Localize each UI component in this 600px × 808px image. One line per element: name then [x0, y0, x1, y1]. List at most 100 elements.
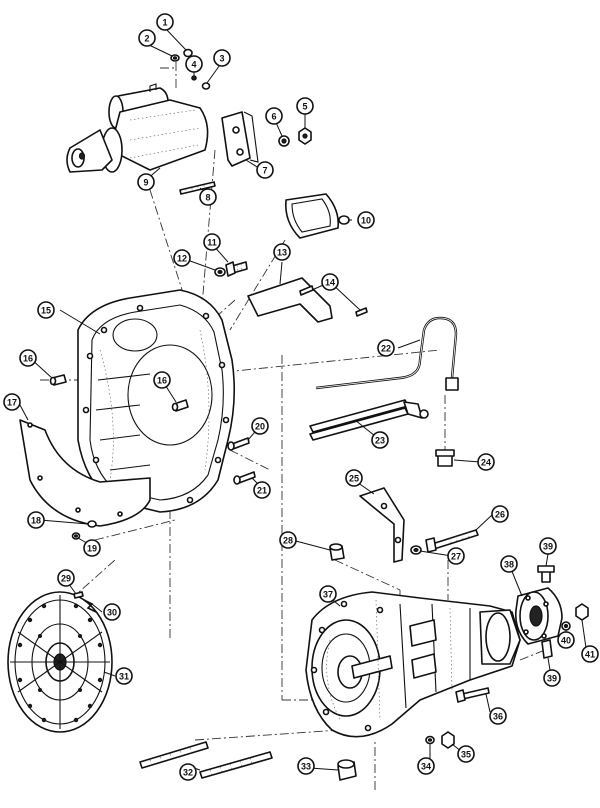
- callout-circle: [321, 273, 339, 291]
- callout-number: 25: [349, 474, 359, 484]
- bracket-plate-13: [247, 277, 333, 323]
- callout-circle: [57, 569, 75, 587]
- clutch-disc-31: [7, 591, 113, 733]
- callout-circle: [417, 757, 435, 775]
- bolt-36: [455, 687, 490, 703]
- callout-16: 16: [153, 371, 171, 389]
- callout-20: 20: [251, 417, 269, 435]
- nut-41: [575, 603, 589, 621]
- callout-7: 7: [256, 161, 274, 179]
- inspection-cover-10: [284, 193, 350, 239]
- callout-number: 5: [302, 102, 307, 112]
- spring-30: [83, 599, 97, 613]
- callout-circle: [185, 55, 203, 73]
- callout-38: 38: [500, 555, 518, 573]
- callout-10: 10: [357, 211, 375, 229]
- hardware-nut-3: [201, 82, 211, 90]
- callout-circle: [500, 555, 518, 573]
- bolt-39-top: [537, 565, 555, 583]
- callout-number: 20: [255, 422, 265, 432]
- callout-circle: [253, 481, 271, 499]
- callout-number: 4: [191, 60, 196, 70]
- drain-plug-33: [337, 759, 357, 781]
- callout-circle: [138, 29, 156, 47]
- callout-number: 6: [271, 112, 276, 122]
- callout-39: 39: [539, 537, 557, 555]
- dowel-16-right: [171, 399, 189, 412]
- callout-bubbles: 1234567891011121314151616171819202122232…: [3, 13, 599, 781]
- callout-12: 12: [173, 249, 191, 267]
- callout-number: 35: [461, 750, 471, 760]
- callout-18: 18: [27, 511, 45, 529]
- callout-number: 13: [277, 248, 287, 258]
- callout-number: 7: [262, 166, 267, 176]
- callout-number: 24: [481, 458, 491, 468]
- callout-number: 30: [107, 608, 117, 618]
- callout-37: 37: [319, 585, 337, 603]
- callout-22: 22: [377, 339, 395, 357]
- callout-number: 16: [23, 354, 33, 364]
- callout-25: 25: [345, 469, 363, 487]
- callout-number: 33: [301, 762, 311, 772]
- callout-circle: [137, 173, 155, 191]
- callout-number: 38: [504, 560, 514, 570]
- callout-9: 9: [137, 173, 155, 191]
- callout-23: 23: [371, 431, 389, 449]
- callout-circle: [265, 107, 283, 125]
- callout-number: 34: [421, 762, 431, 772]
- callout-circle: [557, 631, 575, 649]
- callout-6: 6: [265, 107, 283, 125]
- callout-3: 3: [213, 49, 231, 67]
- callout-4: 4: [185, 55, 203, 73]
- flange-38: [514, 587, 563, 645]
- callout-circle: [19, 349, 37, 367]
- callout-circle: [539, 537, 557, 555]
- callout-2: 2: [138, 29, 156, 47]
- callout-circle: [273, 243, 291, 261]
- callout-number: 12: [177, 254, 187, 264]
- bolt-26: [425, 529, 479, 553]
- callout-34: 34: [417, 757, 435, 775]
- callout-number: 8: [205, 193, 210, 203]
- callout-number: 10: [361, 216, 371, 226]
- callout-circle: [153, 371, 171, 389]
- hardware-nut-1: [183, 48, 193, 58]
- callout-circle: [103, 603, 121, 621]
- hardware-washer-4: [191, 75, 197, 81]
- washer-27: [410, 545, 422, 555]
- callout-circle: [173, 249, 191, 267]
- callout-16: 16: [19, 349, 37, 367]
- callout-number: 31: [119, 672, 129, 682]
- callout-circle: [203, 233, 221, 251]
- callout-27: 27: [447, 547, 465, 565]
- callout-number: 11: [207, 238, 217, 248]
- bracket-25: [359, 487, 405, 563]
- callout-number: 23: [375, 436, 385, 446]
- callout-circle: [297, 757, 315, 775]
- callout-number: 36: [493, 712, 503, 722]
- transmission-case-37: [305, 591, 521, 738]
- callout-14: 14: [321, 273, 339, 291]
- callout-circle: [115, 667, 133, 685]
- callout-19: 19: [83, 539, 101, 557]
- callout-circle: [457, 745, 475, 763]
- callout-number: 18: [31, 516, 41, 526]
- bolt-20: [227, 437, 250, 451]
- bolt-21: [233, 471, 256, 485]
- callout-number: 27: [451, 552, 461, 562]
- callout-number: 32: [183, 768, 193, 778]
- callout-26: 26: [491, 505, 509, 523]
- callout-circle: [491, 505, 509, 523]
- callout-number: 9: [143, 178, 148, 188]
- stud-8: [179, 181, 216, 195]
- callout-circle: [256, 161, 274, 179]
- callout-30: 30: [103, 603, 121, 621]
- callout-circle: [319, 585, 337, 603]
- callout-5: 5: [296, 97, 314, 115]
- callout-13: 13: [273, 243, 291, 261]
- callout-33: 33: [297, 757, 315, 775]
- bell-housing-15: [77, 289, 236, 513]
- callout-8: 8: [199, 188, 217, 206]
- callout-circle: [357, 211, 375, 229]
